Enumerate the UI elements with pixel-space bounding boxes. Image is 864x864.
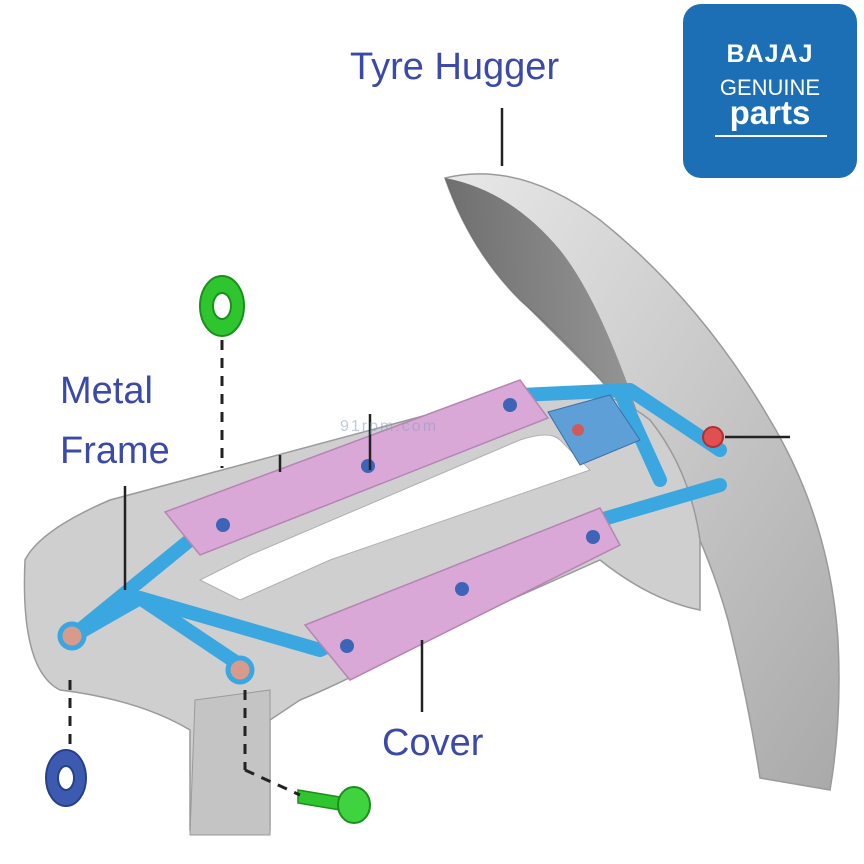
- bajaj-genuine-parts-logo: BAJAJ GENUINE parts: [683, 4, 857, 178]
- cover-label: Cover: [382, 722, 484, 764]
- logo-brand: BAJAJ: [726, 40, 814, 68]
- logo-line1: GENUINE: [719, 75, 821, 100]
- assembly-guides: [68, 340, 301, 797]
- metal-frame-label-line1: Metal: [60, 370, 153, 412]
- watermark: 91rpm.com: [340, 418, 439, 435]
- green-washer: [199, 275, 245, 337]
- blue-washer: [45, 749, 87, 807]
- metal-frame-label-line2: Frame: [60, 430, 170, 472]
- bolts: [57, 398, 724, 685]
- logo-line2: parts: [729, 94, 811, 131]
- tyre-hugger-label: Tyre Hugger: [350, 46, 560, 88]
- leader-lines: [123, 108, 790, 712]
- green-bolt: [297, 786, 371, 824]
- logo-underline: [715, 135, 827, 137]
